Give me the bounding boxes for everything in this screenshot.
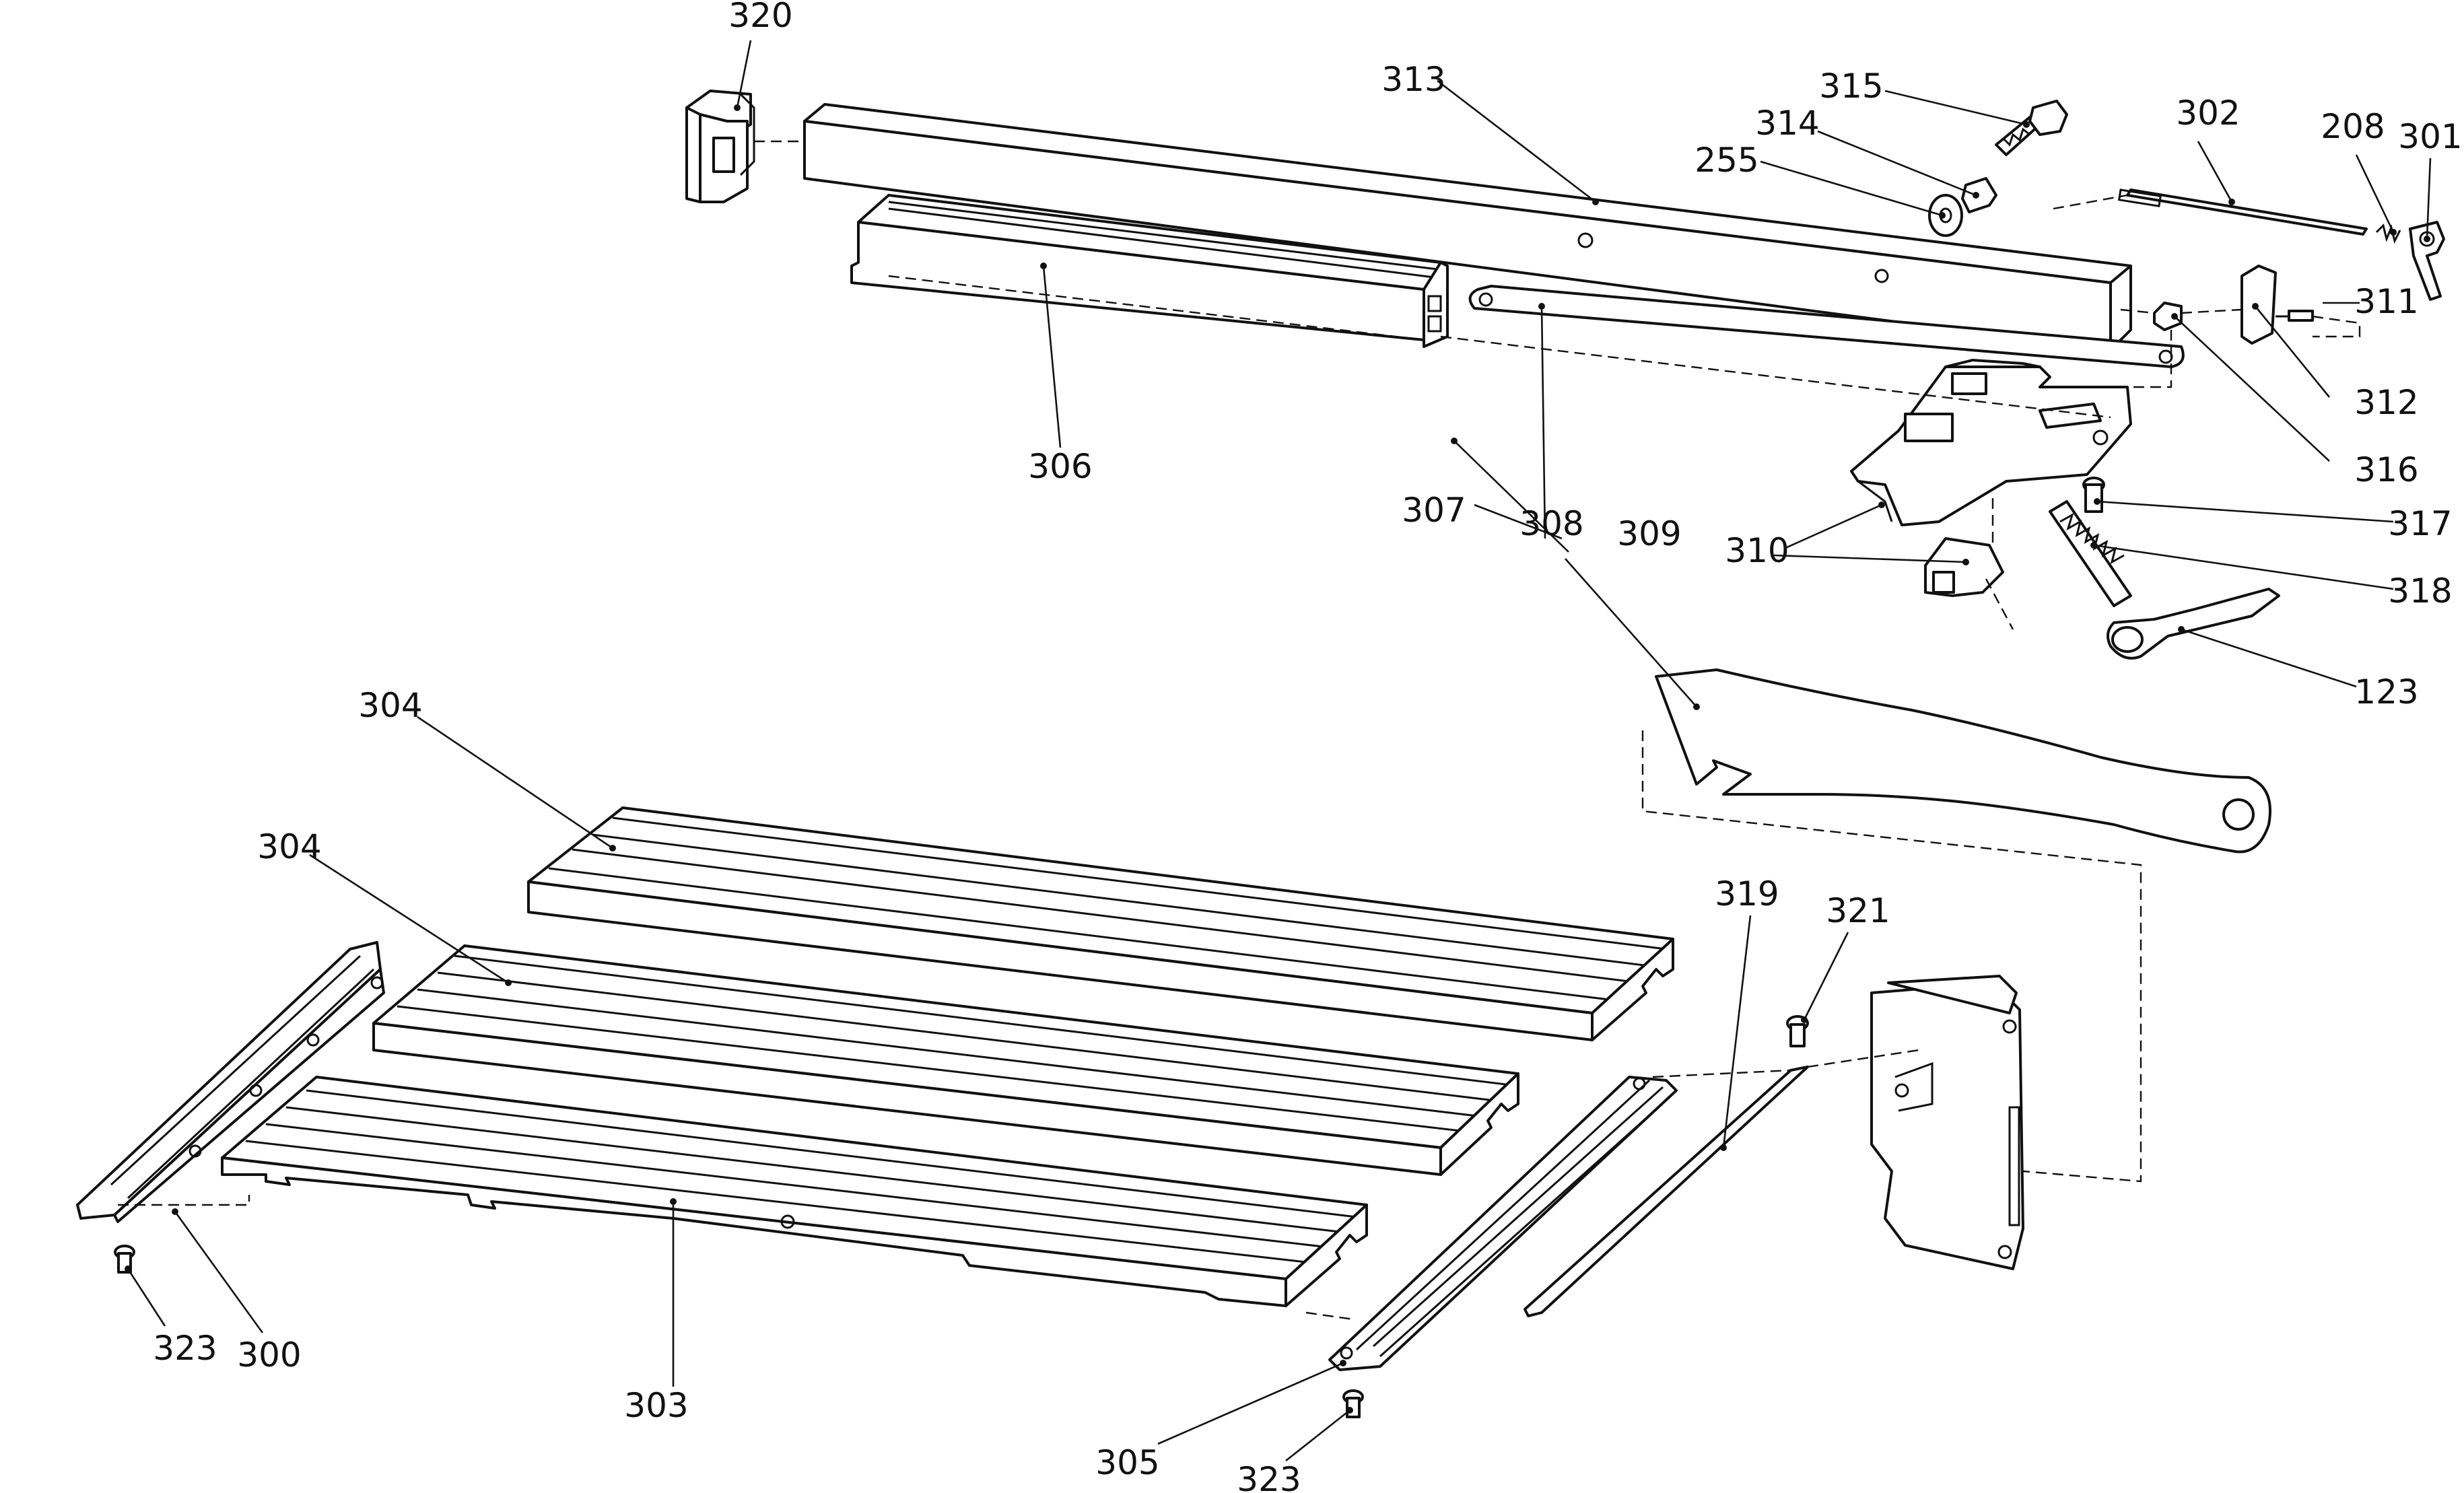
part-312-plate xyxy=(2240,265,2277,345)
part-323-screw-left xyxy=(114,1245,135,1274)
label-318: 318 xyxy=(2388,571,2452,611)
leader-lines xyxy=(125,40,2432,1462)
part-303-table-lower xyxy=(221,1076,1368,1307)
part-323-screw-right xyxy=(1342,1389,1364,1418)
part-300-side-rail xyxy=(76,941,385,1223)
label-304-upper: 304 xyxy=(358,686,422,725)
part-309-bracket xyxy=(1850,359,2132,526)
part-310-shoe xyxy=(1924,537,2004,597)
part-317-screw xyxy=(2082,477,2105,513)
part-labels: 320 313 315 314 255 302 208 301 311 312 … xyxy=(153,0,2462,1493)
label-312: 312 xyxy=(2354,383,2418,422)
alignment-lines xyxy=(118,140,2361,1321)
label-313: 313 xyxy=(1381,60,1445,99)
part-302-rod xyxy=(2117,188,2368,236)
part-304-table-upper xyxy=(527,806,1674,1041)
label-309: 309 xyxy=(1617,514,1681,553)
part-315-knob-screw xyxy=(1995,100,2068,156)
part-320-end-cap xyxy=(685,90,755,203)
label-208: 208 xyxy=(2321,107,2385,146)
label-304-middle: 304 xyxy=(257,827,321,866)
label-315: 315 xyxy=(1819,67,1883,106)
part-side-bracket xyxy=(1870,975,2024,1270)
label-306: 306 xyxy=(1028,447,1092,486)
label-317: 317 xyxy=(2388,504,2452,543)
label-314: 314 xyxy=(1755,104,1819,143)
label-301: 301 xyxy=(2398,117,2462,156)
label-310: 310 xyxy=(1725,531,1789,570)
label-123: 123 xyxy=(2354,672,2418,711)
part-304-table-middle xyxy=(372,944,1519,1176)
part-305-side-rail xyxy=(1328,1076,1678,1371)
label-316: 316 xyxy=(2354,450,2418,489)
label-302: 302 xyxy=(2176,94,2240,133)
label-323-right: 323 xyxy=(1237,1460,1301,1493)
label-305: 305 xyxy=(1095,1443,1159,1482)
label-303: 303 xyxy=(624,1386,688,1425)
part-311-screw xyxy=(2275,310,2314,322)
part-208-spring xyxy=(2375,223,2401,244)
label-311: 311 xyxy=(2354,282,2418,321)
label-321: 321 xyxy=(1826,891,1890,930)
part-306-extrusion xyxy=(850,194,1449,348)
part-313-fence-tube xyxy=(803,103,2132,351)
label-307: 307 xyxy=(1402,491,1466,530)
label-320: 320 xyxy=(728,0,792,35)
part-319-strip xyxy=(1524,1066,1809,1317)
label-319: 319 xyxy=(1715,874,1779,913)
label-300: 300 xyxy=(237,1335,301,1375)
part-308-fence-arm xyxy=(1655,668,2271,854)
part-123-clamp-lever xyxy=(2107,588,2280,660)
label-323-left: 323 xyxy=(153,1329,217,1368)
label-255: 255 xyxy=(1695,141,1758,180)
label-308: 308 xyxy=(1519,504,1583,543)
part-318-threaded-stud xyxy=(2049,500,2132,607)
